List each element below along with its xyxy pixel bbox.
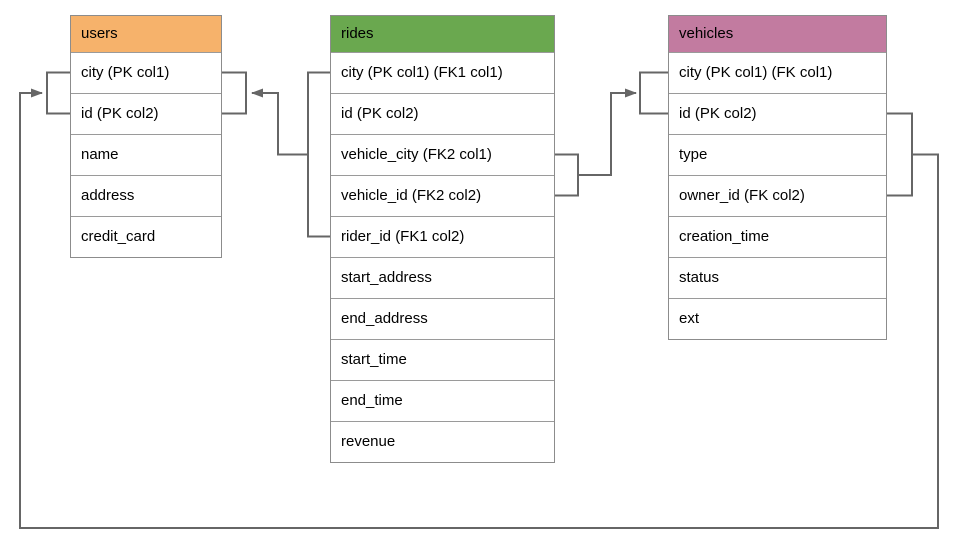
table-users-row-id: id (PK col2): [71, 93, 221, 134]
table-rides-row-end-address: end_address: [331, 298, 554, 339]
rides-left-bracket: [307, 71, 330, 238]
table-vehicles-row-city: city (PK col1) (FK col1): [669, 52, 886, 93]
connector-rides-to-vehicles: [555, 71, 668, 197]
table-vehicles-row-creation-time: creation_time: [669, 216, 886, 257]
table-rides: rides city (PK col1) (FK1 col1) id (PK c…: [330, 15, 555, 463]
table-users-row-credit-card: credit_card: [71, 216, 221, 257]
connector-rides-to-users: [222, 71, 330, 238]
table-rides-row-vehicle-city: vehicle_city (FK2 col1): [331, 134, 554, 175]
table-rides-row-start-address: start_address: [331, 257, 554, 298]
table-rides-row-vehicle-id: vehicle_id (FK2 col2): [331, 175, 554, 216]
table-vehicles-row-type: type: [669, 134, 886, 175]
table-vehicles-row-owner-id: owner_id (FK col2): [669, 175, 886, 216]
table-rides-row-rider-id: rider_id (FK1 col2): [331, 216, 554, 257]
table-rides-row-revenue: revenue: [331, 421, 554, 462]
users-right-bracket: [222, 71, 247, 115]
table-rides-row-end-time: end_time: [331, 380, 554, 421]
vehicles-right-bracket: [886, 112, 913, 197]
table-users-row-name: name: [71, 134, 221, 175]
rides-right-bracket: [555, 153, 579, 197]
vehicles-left-bracket: [639, 71, 668, 115]
users-left-bracket: [46, 71, 70, 115]
rides-vehicles-link-arrow: [578, 88, 637, 176]
table-rides-header: rides: [331, 16, 554, 52]
table-vehicles-row-status: status: [669, 257, 886, 298]
table-rides-row-start-time: start_time: [331, 339, 554, 380]
table-users-row-address: address: [71, 175, 221, 216]
rides-users-link-arrow: [251, 88, 308, 156]
table-users: users city (PK col1) id (PK col2) name a…: [70, 15, 222, 258]
table-users-header: users: [71, 16, 221, 52]
table-vehicles: vehicles city (PK col1) (FK col1) id (PK…: [668, 15, 887, 340]
table-vehicles-header: vehicles: [669, 16, 886, 52]
table-rides-row-id: id (PK col2): [331, 93, 554, 134]
table-rides-row-city: city (PK col1) (FK1 col1): [331, 52, 554, 93]
table-vehicles-row-ext: ext: [669, 298, 886, 339]
table-vehicles-row-id: id (PK col2): [669, 93, 886, 134]
table-users-row-city: city (PK col1): [71, 52, 221, 93]
